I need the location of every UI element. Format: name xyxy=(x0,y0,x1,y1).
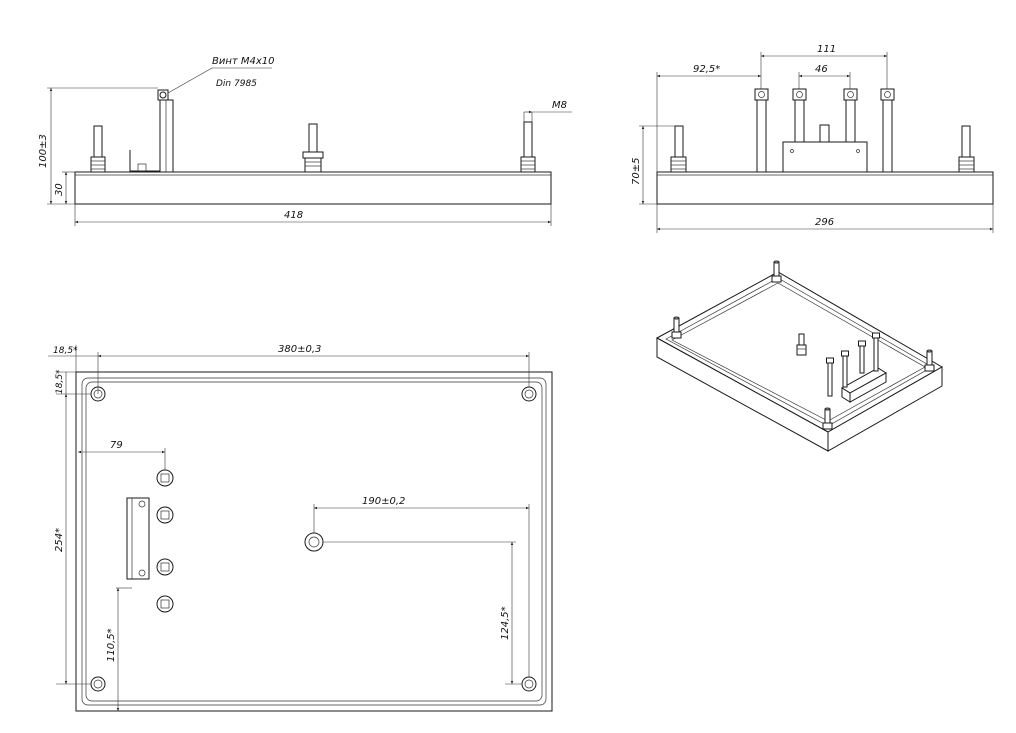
side-pin-right xyxy=(958,125,975,173)
front-callout-screw: Винт М4х10 xyxy=(212,56,275,67)
front-base-plate xyxy=(74,171,552,205)
iso-stud-left xyxy=(671,316,682,339)
side-terminal-4 xyxy=(880,88,895,173)
iso-stud-back xyxy=(771,260,782,283)
side-view: 111 92,5* 46 70±5 296 xyxy=(631,44,994,233)
top-plate-outer xyxy=(75,371,553,712)
top-dim-connector-x: 79 xyxy=(110,440,123,451)
front-pin-left xyxy=(90,125,106,173)
top-terminal-2 xyxy=(156,506,174,524)
top-dim-center-y: 124,5* xyxy=(500,606,511,640)
side-height: 70±5 xyxy=(631,158,642,185)
front-screw-column xyxy=(157,89,174,173)
side-terminal-2 xyxy=(792,88,807,143)
front-height-total: 100±3 xyxy=(38,134,49,168)
top-view: 18,5* 380±0,3 18,5* 254* 79 190±0,2 124,… xyxy=(48,344,553,712)
isometric-view xyxy=(655,260,944,452)
front-thread-label: М8 xyxy=(552,100,567,111)
top-terminal-4 xyxy=(156,595,174,613)
top-dim-center-x: 190±0,2 xyxy=(362,496,405,507)
top-dim-vertical-span: 254* xyxy=(54,528,65,552)
top-dim-hole-span: 380±0,3 xyxy=(278,344,321,355)
iso-connector-block xyxy=(826,332,887,403)
front-height-base: 30 xyxy=(54,183,65,196)
top-dim-bracket-y: 110,5* xyxy=(106,628,117,662)
front-pin-center xyxy=(302,123,324,173)
side-terminal-3 xyxy=(843,88,858,143)
side-connector-block xyxy=(782,141,868,173)
side-terminal-1 xyxy=(754,88,769,173)
front-pin-right xyxy=(520,121,536,173)
top-dim-corner-y: 18,5* xyxy=(55,369,65,394)
top-bracket xyxy=(126,497,150,580)
side-base-plate xyxy=(656,171,994,205)
side-width: 296 xyxy=(815,217,834,228)
front-width: 418 xyxy=(284,210,303,221)
side-pin-left xyxy=(670,125,687,173)
iso-center-stud xyxy=(796,333,807,356)
top-terminal-1 xyxy=(156,469,174,487)
iso-stud-front xyxy=(822,407,833,430)
side-dim-inner-pair: 46 xyxy=(815,64,828,75)
top-dim-corner-x: 18,5* xyxy=(53,346,78,356)
front-view: Винт М4х10 Din 7985 М8 100±3 30 418 xyxy=(38,56,572,226)
side-dim-offset: 92,5* xyxy=(693,64,720,75)
top-terminal-3 xyxy=(156,558,174,576)
front-bracket xyxy=(129,150,160,172)
iso-stud-right xyxy=(924,349,935,372)
front-callout-standard: Din 7985 xyxy=(216,79,257,89)
side-dim-outer-pair: 111 xyxy=(817,44,836,55)
